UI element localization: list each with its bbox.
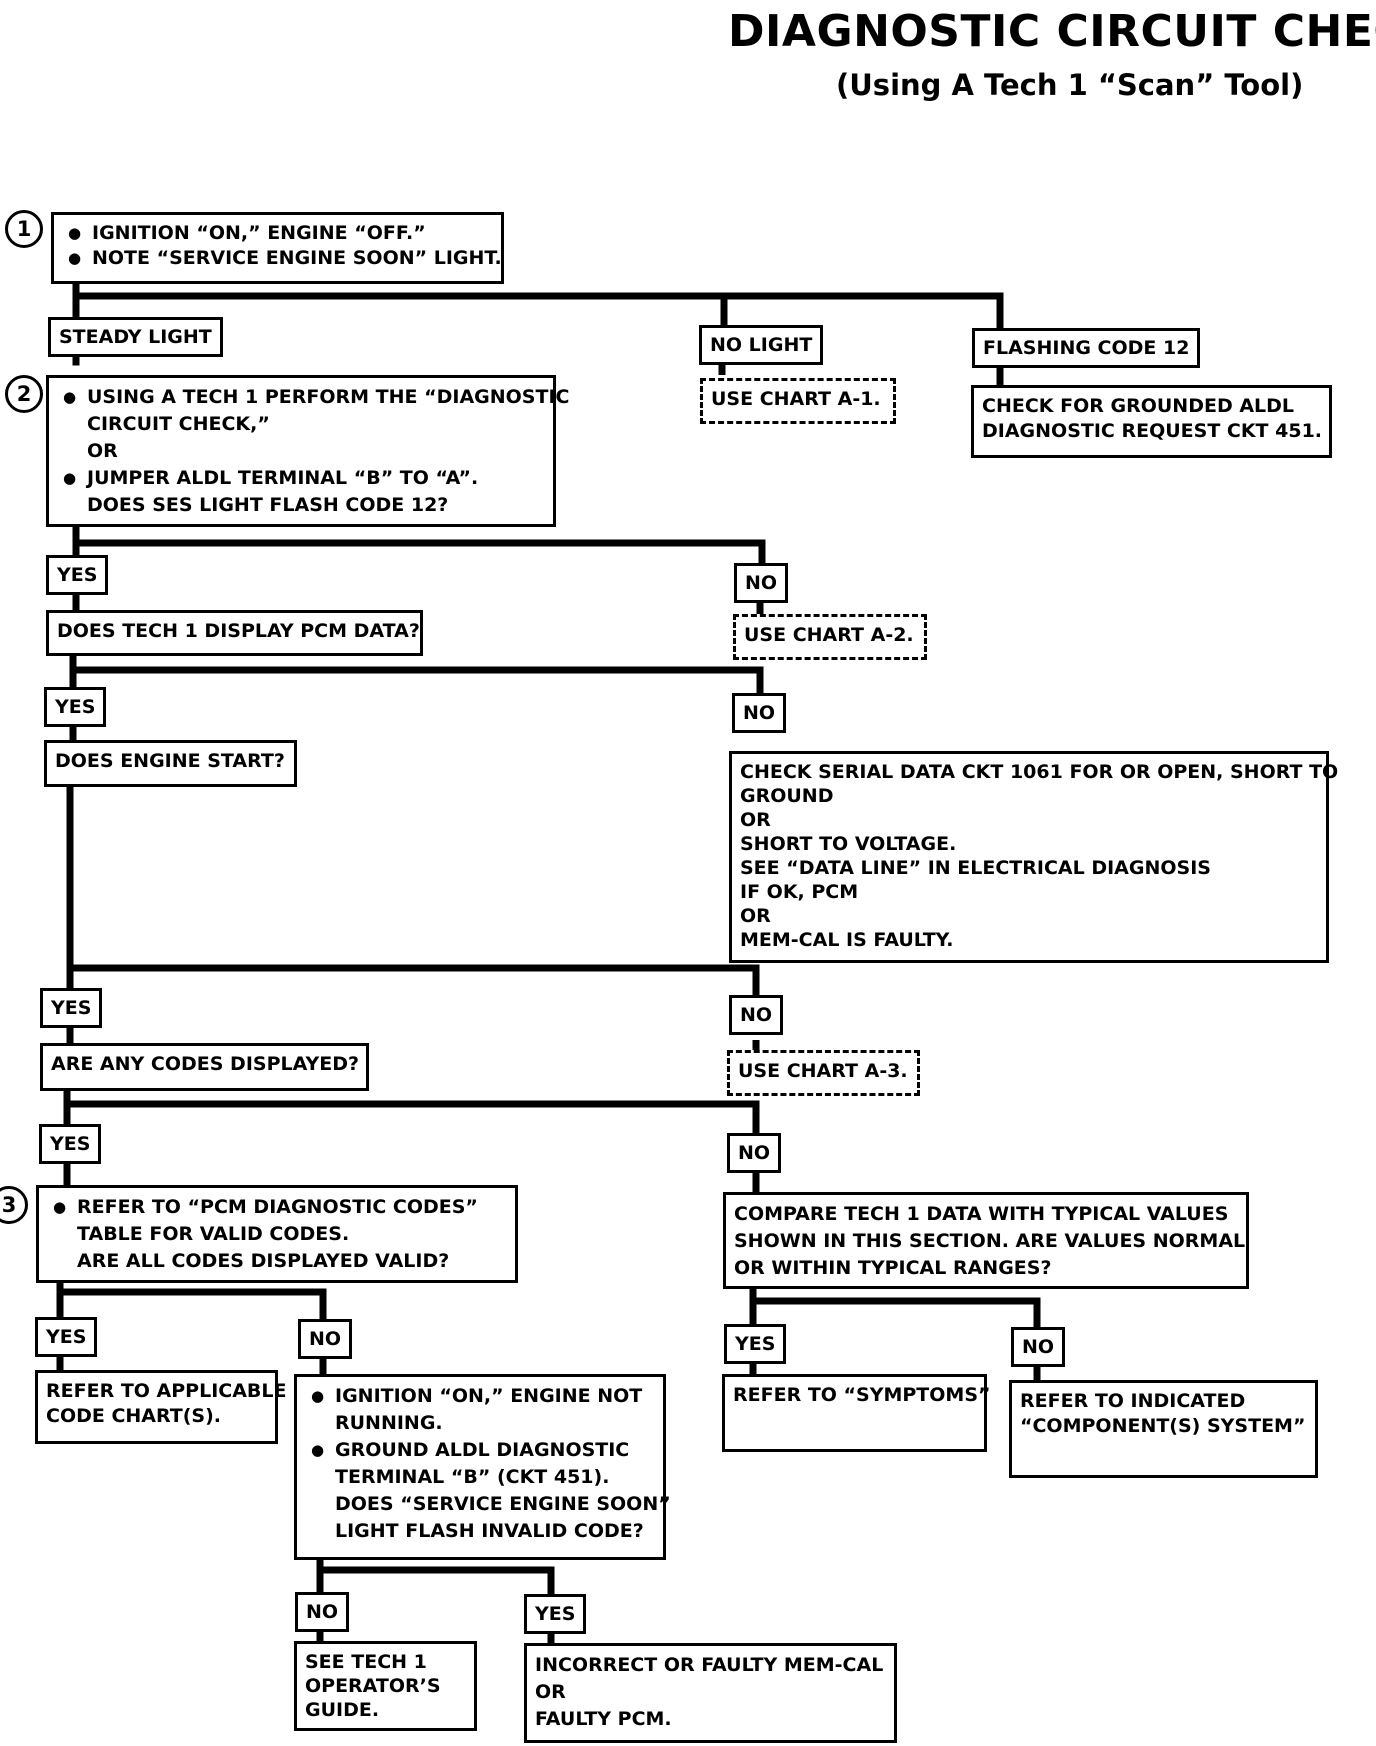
flash-q-line-2: CIRCUIT CHECK,” (87, 413, 270, 435)
flash-q-line-3: OR (87, 440, 118, 462)
yes-label: YES (35, 1317, 98, 1357)
compare-line-2: SHOWN IN THIS SECTION. ARE VALUES NORMAL (734, 1230, 1246, 1252)
invalid-q-line-5: DOES “SERVICE ENGINE SOON” (335, 1493, 671, 1515)
start-line-1: IGNITION “ON,” ENGINE “OFF.” (62, 221, 493, 246)
compare-line-3: OR WITHIN TYPICAL RANGES? (734, 1257, 1052, 1279)
memcal-line-2: OR (535, 1681, 566, 1703)
flash-q-line-1: USING A TECH 1 PERFORM THE “DIAGNOSTIC (57, 384, 569, 411)
faulty-memcal-box: INCORRECT OR FAULTY MEM-CAL OR FAULTY PC… (524, 1643, 897, 1743)
valid-q-line-3: ARE ALL CODES DISPLAYED VALID? (77, 1250, 450, 1272)
yes-label: YES (39, 1124, 102, 1164)
page-title: DIAGNOSTIC CIRCUIT CHECK (728, 6, 1376, 57)
serial-line-8: MEM-CAL IS FAULTY. (740, 929, 954, 951)
yes-label: YES (46, 555, 109, 595)
guide-line-1: SEE TECH 1 (305, 1651, 427, 1673)
flash-q-line-4: JUMPER ALDL TERMINAL “B” TO “A”. (57, 465, 545, 492)
valid-q-line-2: TABLE FOR VALID CODES. (77, 1223, 350, 1245)
serial-line-4: SHORT TO VOLTAGE. (740, 833, 957, 855)
flash-q-line-5: DOES SES LIGHT FLASH CODE 12? (87, 494, 449, 516)
invalid-code-question-box: IGNITION “ON,” ENGINE NOT RUNNING. GROUN… (294, 1374, 671, 1560)
step-3-marker: 3 (0, 1186, 28, 1224)
valid-q-line-1: REFER TO “PCM DIAGNOSTIC CODES” (47, 1194, 507, 1221)
page-subtitle: (Using A Tech 1 “Scan” Tool) (836, 68, 1304, 102)
component-line-1: REFER TO INDICATED (1020, 1390, 1246, 1412)
no-label: NO (729, 995, 784, 1035)
no-label: NO (298, 1319, 353, 1359)
code-charts-line-2: CODE CHART(S). (46, 1405, 222, 1427)
chart-a3-box: USE CHART A-3. (727, 1050, 920, 1096)
invalid-q-line-4: TERMINAL “B” (CKT 451). (335, 1466, 610, 1488)
pcm-data-question-box: DOES TECH 1 DISPLAY PCM DATA? (46, 610, 423, 656)
serial-data-box: CHECK SERIAL DATA CKT 1061 FOR OR OPEN, … (729, 751, 1339, 963)
valid-codes-question-box: REFER TO “PCM DIAGNOSTIC CODES” TABLE FO… (36, 1185, 518, 1283)
serial-line-1: CHECK SERIAL DATA CKT 1061 FOR OR OPEN, … (740, 761, 1339, 783)
invalid-q-line-3: GROUND ALDL DIAGNOSTIC (305, 1437, 655, 1464)
memcal-line-3: FAULTY PCM. (535, 1708, 672, 1730)
no-label: NO (732, 693, 787, 733)
compare-line-1: COMPARE TECH 1 DATA WITH TYPICAL VALUES (734, 1203, 1229, 1225)
serial-line-7: OR (740, 905, 771, 927)
codes-displayed-question-box: ARE ANY CODES DISPLAYED? (40, 1043, 369, 1091)
flashing-code-label: FLASHING CODE 12 (972, 328, 1201, 368)
guide-line-2: OPERATOR’S (305, 1675, 441, 1697)
step-2-marker: 2 (5, 375, 43, 413)
compare-data-question-box: COMPARE TECH 1 DATA WITH TYPICAL VALUES … (723, 1192, 1249, 1289)
component-system-box: REFER TO INDICATED “COMPONENT(S) SYSTEM” (1009, 1380, 1318, 1478)
start-line-2: NOTE “SERVICE ENGINE SOON” LIGHT. (62, 246, 502, 271)
serial-line-3: OR (740, 809, 771, 831)
chart-a1-box: USE CHART A-1. (700, 378, 896, 424)
no-label: NO (1011, 1327, 1066, 1367)
serial-line-2: GROUND (740, 785, 834, 807)
yes-label: YES (524, 1594, 587, 1634)
steady-light-label: STEADY LIGHT (48, 317, 223, 357)
code-charts-box: REFER TO APPLICABLE CODE CHART(S). (35, 1370, 287, 1444)
no-label: NO (734, 563, 789, 603)
memcal-line-1: INCORRECT OR FAULTY MEM-CAL (535, 1654, 884, 1676)
code-charts-line-1: REFER TO APPLICABLE (46, 1380, 287, 1402)
yes-label: YES (40, 988, 103, 1028)
grounded-aldl-line-2: DIAGNOSTIC REQUEST CKT 451. (982, 420, 1323, 442)
operators-guide-box: SEE TECH 1 OPERATOR’S GUIDE. (294, 1641, 477, 1731)
component-line-2: “COMPONENT(S) SYSTEM” (1020, 1415, 1306, 1437)
engine-start-question-box: DOES ENGINE START? (44, 740, 297, 787)
serial-line-6: IF OK, PCM (740, 881, 859, 903)
no-label: NO (727, 1133, 782, 1173)
grounded-aldl-box: CHECK FOR GROUNDED ALDL DIAGNOSTIC REQUE… (971, 385, 1332, 458)
no-label: NO (295, 1592, 350, 1632)
flash-code-question-box: USING A TECH 1 PERFORM THE “DIAGNOSTIC C… (46, 375, 569, 527)
guide-line-3: GUIDE. (305, 1699, 380, 1721)
yes-label: YES (44, 687, 107, 727)
no-light-label: NO LIGHT (699, 325, 824, 365)
chart-a2-box: USE CHART A-2. (733, 614, 927, 660)
grounded-aldl-line-1: CHECK FOR GROUNDED ALDL (982, 395, 1295, 417)
step-1-marker: 1 (5, 210, 43, 248)
start-box: IGNITION “ON,” ENGINE “OFF.” NOTE “SERVI… (51, 212, 504, 284)
invalid-q-line-1: IGNITION “ON,” ENGINE NOT (305, 1383, 655, 1410)
invalid-q-line-6: LIGHT FLASH INVALID CODE? (335, 1520, 644, 1542)
yes-label: YES (724, 1324, 787, 1364)
invalid-q-line-2: RUNNING. (335, 1412, 443, 1434)
serial-line-5: SEE “DATA LINE” IN ELECTRICAL DIAGNOSIS (740, 857, 1211, 879)
symptoms-box: REFER TO “SYMPTOMS” (722, 1374, 991, 1452)
